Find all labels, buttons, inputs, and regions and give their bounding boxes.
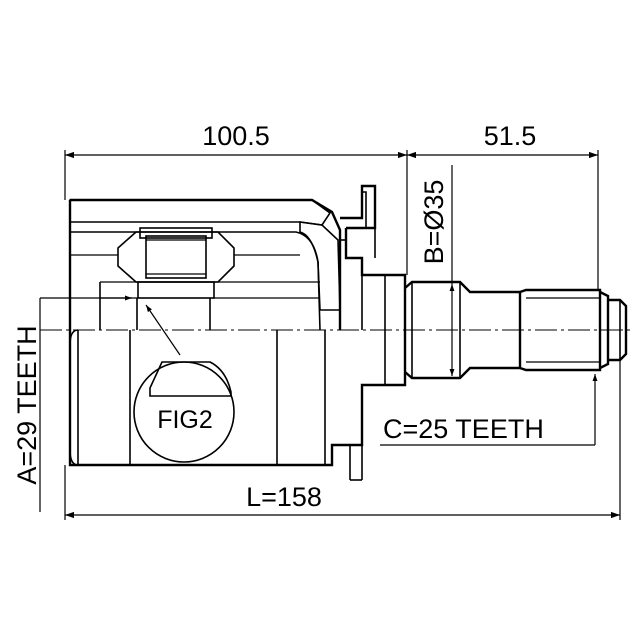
dimension-teeth-a: A=29 TEETH [12, 295, 132, 512]
fig2-label: FIG2 [157, 406, 213, 434]
housing-body [68, 329, 340, 467]
fig2-detail: FIG2 [133, 304, 235, 463]
output-shaft [404, 280, 628, 380]
housing-section [68, 184, 407, 481]
dimension-teeth-c: C=25 TEETH [380, 374, 598, 446]
dimension-teeth-a-label: A=29 TEETH [12, 325, 42, 484]
tripod-roller [70, 227, 320, 330]
dimension-diameter-b-label: B=Ø35 [419, 180, 449, 265]
dimension-diameter-b: B=Ø35 [419, 165, 455, 376]
dimension-teeth-c-label: C=25 TEETH [383, 414, 544, 444]
dimension-shaft-length-label: 51.5 [484, 121, 537, 151]
dimension-housing-length-label: 100.5 [202, 121, 270, 151]
dimension-overall-length: L=158 [64, 360, 621, 520]
dimension-overall-length-label: L=158 [246, 482, 322, 512]
dimension-housing-length: 100.5 [64, 121, 408, 275]
dimension-shaft-length: 51.5 [407, 121, 599, 290]
